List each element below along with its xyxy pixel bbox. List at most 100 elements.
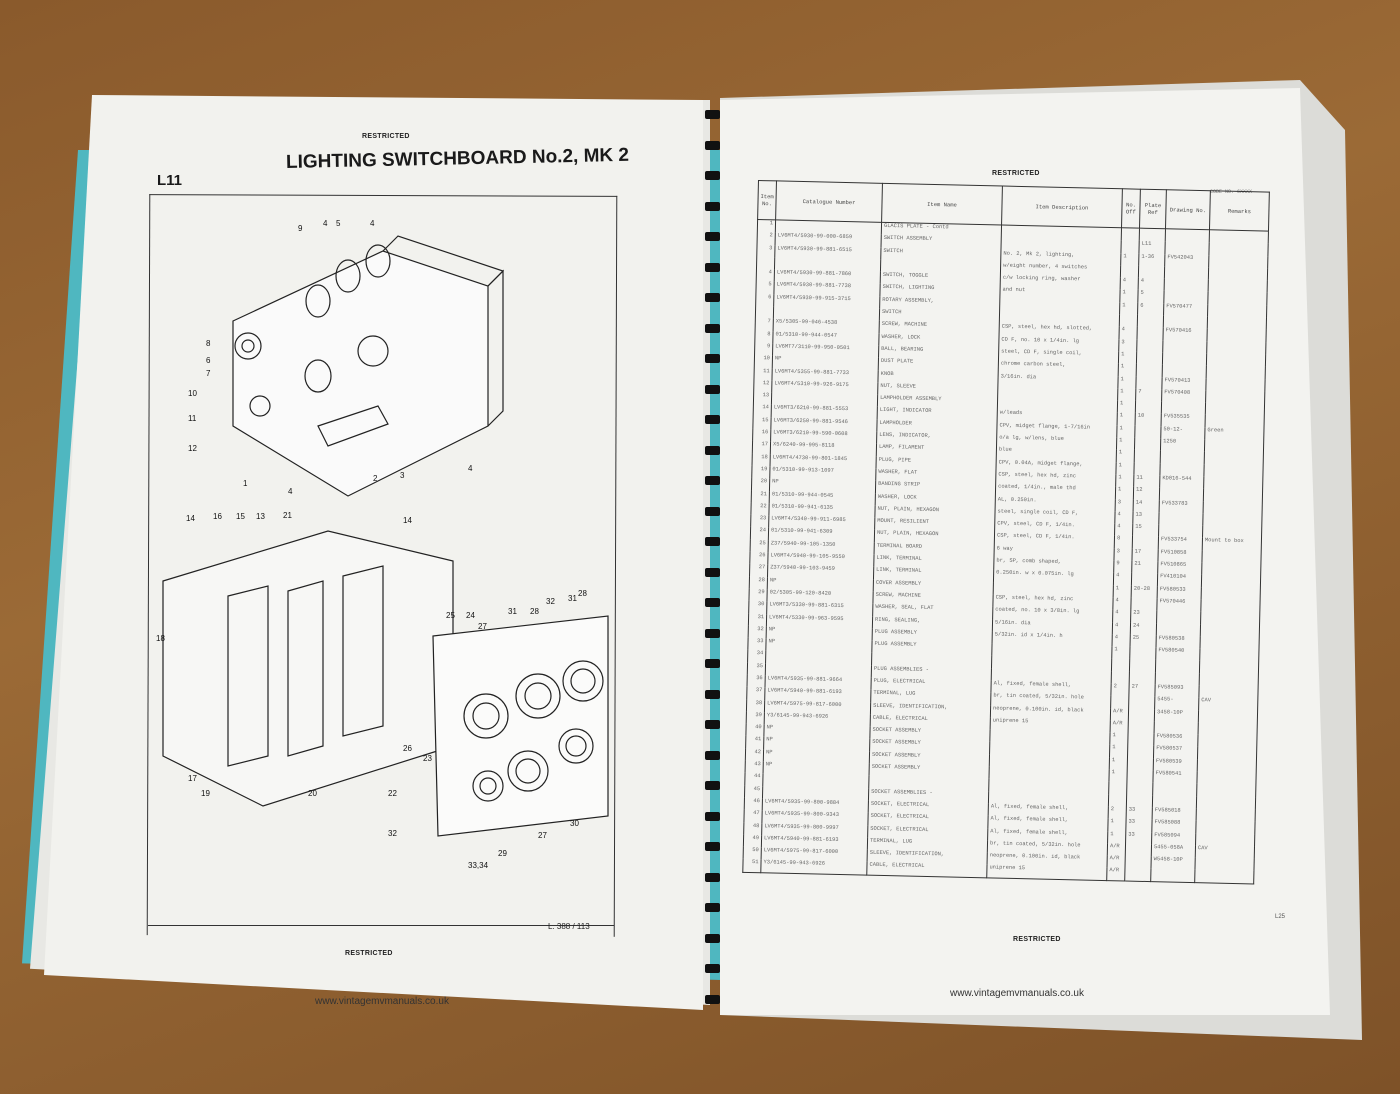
table-cell	[1129, 658, 1156, 672]
table-cell: FV570446	[1156, 598, 1202, 612]
table-cell	[1136, 351, 1163, 365]
callout-number: 22	[388, 789, 397, 798]
table-cell: 4	[1114, 511, 1134, 524]
binding-ring	[705, 323, 720, 333]
table-cell	[1162, 339, 1207, 354]
table-cell: FV580536	[1153, 733, 1199, 747]
table-cell: 25	[1130, 634, 1157, 648]
column-header: No. Off	[1121, 188, 1141, 229]
table-cell: 3458-10P	[1154, 708, 1199, 723]
table-cell: 22	[750, 502, 770, 516]
table-cell: 3	[756, 244, 776, 258]
table-cell	[1108, 781, 1127, 795]
callout-number: 3	[400, 471, 405, 480]
table-cell: 33	[1125, 818, 1153, 832]
table-cell	[1111, 658, 1130, 672]
table-cell	[1126, 781, 1153, 795]
table-cell: 1	[1117, 400, 1136, 414]
table-cell	[1120, 240, 1140, 254]
table-cell: 24	[750, 527, 769, 541]
table-cell: 1	[1119, 289, 1139, 303]
table-cell: FV570413	[1161, 376, 1207, 391]
table-cell: 13	[753, 392, 772, 405]
callout-number: 32	[388, 829, 397, 838]
table-cell	[1150, 868, 1195, 883]
table-cell	[1152, 782, 1197, 796]
table-cell	[1126, 794, 1153, 808]
table-cell: 8	[1114, 535, 1133, 549]
table-cell	[1158, 512, 1204, 526]
table-cell: FV535535	[1161, 413, 1206, 427]
callout-number: 8	[206, 339, 211, 348]
table-cell: 23	[750, 515, 769, 528]
table-cell: FV410104	[1157, 573, 1202, 587]
table-cell	[1135, 376, 1163, 390]
binding-ring	[705, 689, 720, 699]
table-cell: Y3/6145-99-943-6926	[760, 859, 868, 875]
binding-ring	[705, 140, 720, 150]
page-number: L25	[1275, 914, 1286, 920]
table-cell	[1158, 524, 1203, 538]
column-header: Item No.	[757, 180, 777, 220]
table-cell	[1163, 290, 1209, 305]
table-cell: 44	[744, 773, 764, 786]
binding-ring	[705, 750, 720, 760]
table-cell: FV580539	[1153, 757, 1198, 772]
callout-number: 27	[478, 622, 487, 631]
table-cell	[1127, 732, 1155, 746]
table-cell: 2	[1110, 683, 1130, 696]
table-cell: 1	[1115, 486, 1134, 500]
table-cell	[1111, 670, 1130, 684]
table-cell: 16	[752, 428, 771, 442]
table-cell: 35	[747, 662, 766, 676]
table-cell: 41	[745, 736, 764, 750]
binding-ring	[705, 262, 720, 272]
table-cell: FV570477	[1163, 303, 1208, 317]
left-footer-restricted: RESTRICTED	[345, 950, 393, 957]
table-cell: FV533783	[1159, 499, 1204, 514]
table-cell	[1155, 659, 1200, 673]
table-cell	[1138, 265, 1165, 279]
code-reference: CODE NO. 6XXXX	[1210, 189, 1253, 195]
table-cell: 1	[1115, 474, 1134, 487]
table-cell: 1	[1118, 351, 1137, 364]
table-cell: 3	[1118, 338, 1137, 352]
table-cell	[1110, 695, 1129, 709]
table-cell	[1127, 745, 1154, 758]
right-footer-restricted: RESTRICTED	[1013, 936, 1061, 943]
table-cell: 36	[746, 674, 766, 688]
table-cell: 14	[753, 404, 772, 418]
table-cell	[1133, 462, 1161, 476]
table-cell: 10	[754, 355, 773, 368]
table-cell: 20	[751, 478, 770, 491]
binding-ring	[705, 933, 720, 943]
table-cell: 14	[1133, 499, 1160, 513]
table-cell: 11	[753, 367, 773, 381]
table-cell: 1	[1107, 818, 1127, 832]
table-cell: 21	[1131, 560, 1158, 574]
table-cell	[1134, 449, 1161, 463]
callout-number: 6	[206, 356, 211, 365]
table-cell: 39	[746, 711, 765, 725]
binding-ring	[705, 659, 720, 668]
table-cell	[1134, 437, 1161, 451]
table-cell	[1108, 793, 1127, 807]
table-cell: 20-28	[1131, 585, 1158, 599]
table-cell: FV542043	[1164, 253, 1209, 268]
table-cell: 1	[1120, 252, 1139, 266]
binding-ring	[705, 537, 720, 546]
binding-ring	[705, 354, 720, 363]
right-header-restricted: RESTRICTED	[992, 170, 1040, 177]
callout-number: 13	[256, 512, 265, 521]
table-cell: 37	[746, 687, 765, 700]
table-cell: 3	[1113, 547, 1133, 561]
callout-number: 27	[538, 831, 547, 840]
table-cell	[1163, 315, 1208, 329]
callout-number: 1	[243, 479, 248, 488]
binding-ring	[705, 384, 720, 394]
table-cell: FV580533	[1157, 585, 1202, 600]
table-cell: 9	[1113, 560, 1132, 573]
right-footer-url: www.vintagemvmanuals.co.uk	[950, 988, 1084, 999]
table-cell: 51	[742, 859, 762, 873]
